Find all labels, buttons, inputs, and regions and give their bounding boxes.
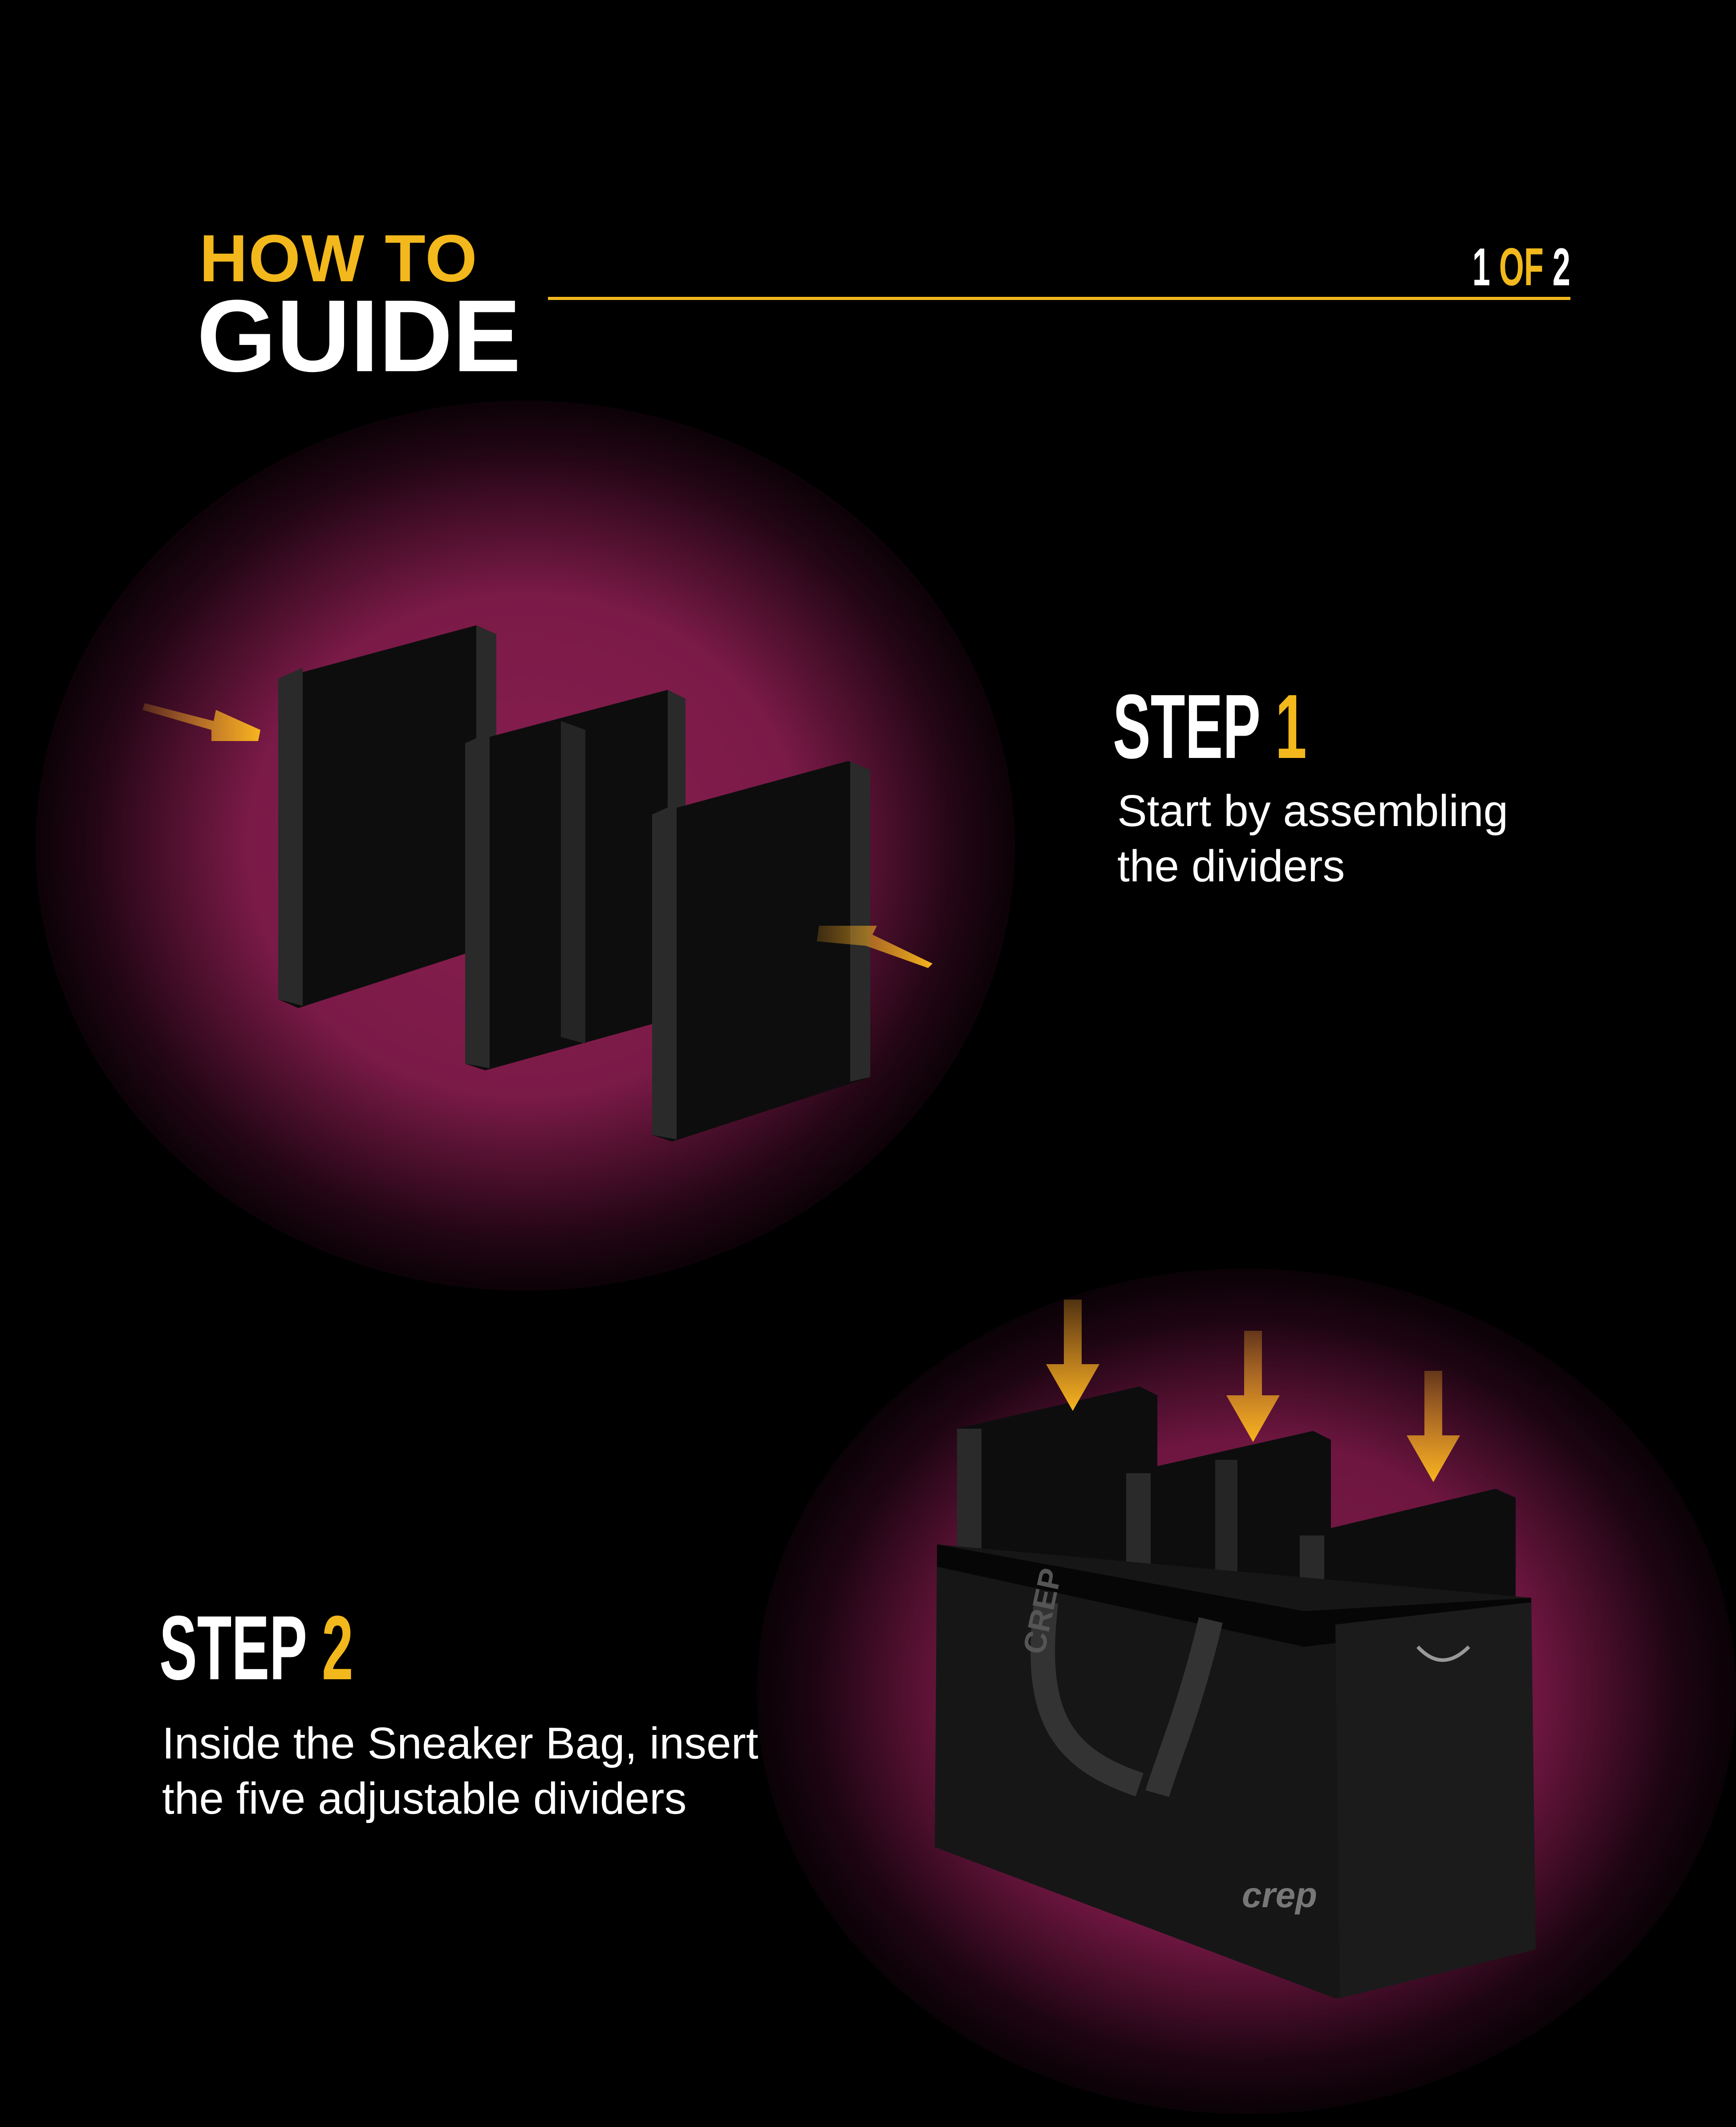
step2-description-line2: the five adjustable dividers xyxy=(162,1774,687,1823)
arrow-down-icon xyxy=(1407,1371,1460,1482)
title-guide: GUIDE xyxy=(197,279,521,393)
step1-description-line2: the dividers xyxy=(1117,841,1345,891)
step1-description: Start by assembling the dividers xyxy=(1117,783,1736,894)
step2-number: 2 xyxy=(321,1597,353,1699)
page-current: 1 xyxy=(1472,237,1490,297)
step1-number: 1 xyxy=(1275,676,1307,778)
divider-panel-1 xyxy=(278,625,496,1008)
arrow-down-icon xyxy=(1226,1331,1280,1442)
title-how-to: HOW TO xyxy=(199,221,478,296)
page-of: OF xyxy=(1499,237,1544,297)
step2-bag-illustration: CREP crep xyxy=(935,1386,1536,1998)
divider-panel-3 xyxy=(652,761,870,1142)
divider-panel-2 xyxy=(465,690,685,1070)
arrow-left-icon xyxy=(817,926,933,968)
page-indicator: 1 OF 2 xyxy=(1472,240,1570,294)
step1-description-line1: Start by assembling xyxy=(1117,786,1509,836)
step2-description: Inside the Sneaker Bag, insert the five … xyxy=(162,1716,963,1826)
crep-logo: crep xyxy=(1242,1875,1317,1915)
step2-label: STEP xyxy=(159,1597,306,1699)
arrow-down-icon xyxy=(1046,1300,1099,1411)
page-total: 2 xyxy=(1552,237,1570,297)
step2-description-line1: Inside the Sneaker Bag, insert xyxy=(162,1718,758,1768)
arrow-right-icon xyxy=(142,703,260,741)
step1-title: STEP 1 xyxy=(1113,681,1307,772)
step1-label: STEP xyxy=(1113,676,1260,778)
header-divider xyxy=(548,297,1570,300)
step2-title: STEP 2 xyxy=(159,1602,353,1693)
